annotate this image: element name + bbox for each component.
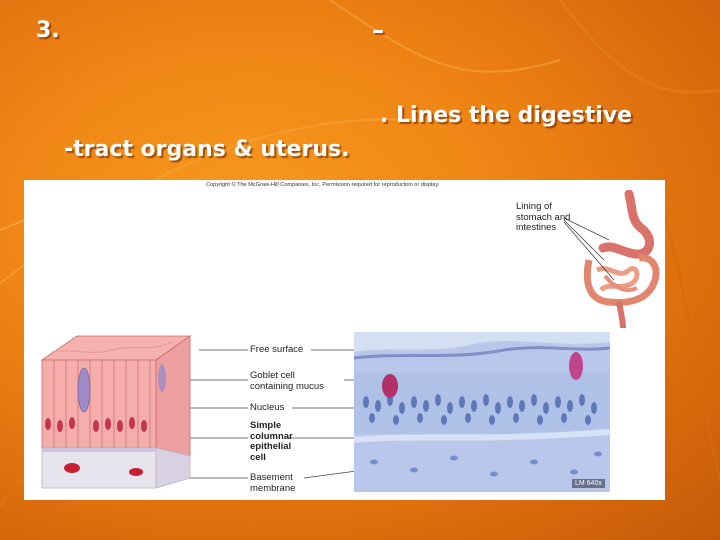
label-goblet-line-2: containing mucus: [250, 380, 324, 392]
label-lining-line-3: intestines: [516, 222, 557, 233]
label-basement-membrane: Basement membrane: [250, 472, 296, 494]
light-micrograph: [354, 332, 610, 492]
label-simple-columnar-cell: Simple columnar epithelial cell: [250, 420, 293, 463]
title-dash: –: [372, 16, 384, 44]
label-goblet-line-1: Goblet cell: [250, 370, 295, 381]
label-simple-line-3: epithelial: [250, 441, 292, 452]
label-simple-line-1: Simple: [250, 420, 282, 431]
epithelium-figure: Copyright © The McGraw-Hill Companies, I…: [24, 180, 665, 500]
digestive-organs-illustration: [583, 190, 660, 329]
label-simple-line-4: cell: [250, 451, 266, 463]
label-basement-line-1: Basement: [250, 472, 293, 483]
label-goblet-cell: Goblet cell containing mucus: [250, 370, 324, 392]
description-line-2: -tract organs & uterus.: [64, 137, 350, 162]
magnification-label: LM 640x: [572, 479, 605, 488]
label-simple-line-2: columnar: [250, 430, 293, 442]
slide-number: 3.: [36, 18, 60, 43]
tissue-block-diagram: [40, 335, 192, 489]
label-lining: Lining of stomach and intestines: [516, 201, 571, 234]
description-line-1: . Lines the digestive: [380, 103, 633, 128]
label-lining-line-1: Lining of: [516, 201, 552, 212]
label-nucleus: Nucleus: [250, 402, 285, 413]
label-free-surface: Free surface: [250, 344, 304, 355]
copyright-notice: Copyright © The McGraw-Hill Companies, I…: [206, 182, 440, 188]
label-lining-line-2: stomach and: [516, 211, 571, 223]
label-basement-line-2: membrane: [250, 482, 296, 494]
